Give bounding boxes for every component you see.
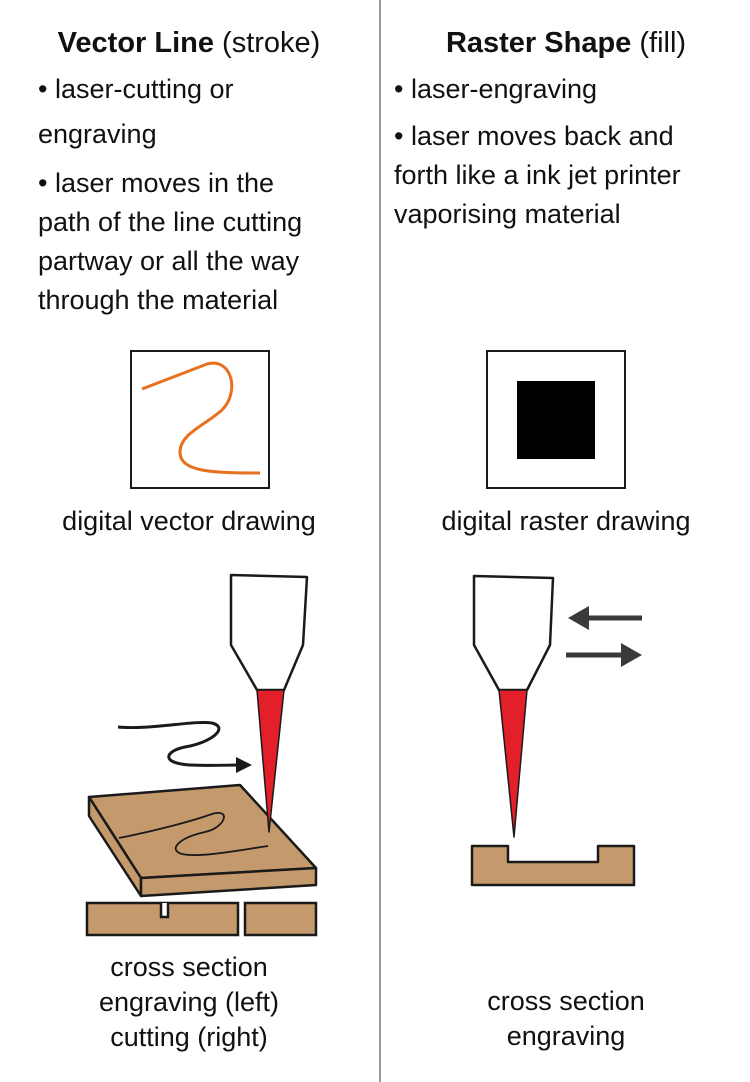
raster-cross-section-caption-line-2: engraving <box>506 1021 626 1051</box>
vector-cross-section-caption-line-3: cutting (right) <box>110 1022 268 1052</box>
raster-drawing-caption: digital raster drawing <box>441 506 691 536</box>
vector-bullet-1-line-1: • laser-cutting or <box>38 74 234 104</box>
raster-fill-drawing <box>517 381 595 459</box>
raster-bullet-1: • laser-engraving <box>394 70 746 109</box>
wood-board-side-front <box>139 866 318 898</box>
raster-bullet-2-line-1: • laser moves back and <box>394 121 674 151</box>
vector-stroke-path <box>141 361 261 475</box>
raster-laser-illustration <box>470 574 642 887</box>
travel-path-arrowhead <box>236 757 252 773</box>
vector-drawing-frame <box>130 350 270 489</box>
vector-bullet-2-line-2: path of the line cutting <box>38 207 303 237</box>
raster-bullet-2-line-2: forth like a ink jet printer <box>394 160 681 190</box>
raster-bullet-1-line-1: • laser-engraving <box>394 74 598 104</box>
vector-heading: Vector Line (stroke) <box>0 26 378 60</box>
travel-path-arrow <box>117 720 241 767</box>
raster-cross-section-caption: cross section engraving <box>382 984 750 1054</box>
raster-cross-section-caption-line-1: cross section <box>487 986 645 1016</box>
vector-cross-section-caption: cross section engraving (left) cutting (… <box>0 950 378 1055</box>
vector-cross-section-caption-line-2: engraving (left) <box>98 987 280 1017</box>
arrow-left-icon <box>568 606 589 630</box>
vector-stroke-drawing <box>141 361 261 475</box>
laser-nozzle <box>472 574 555 692</box>
raster-drawing-frame <box>486 350 626 489</box>
laser-beam <box>498 689 528 838</box>
cross-section-groove <box>159 903 170 919</box>
raster-heading: Raster Shape (fill) <box>382 26 750 60</box>
vector-bullet-1: • laser-cutting or engraving <box>38 70 373 154</box>
cross-section-engraved <box>85 901 240 937</box>
raster-column: Raster Shape (fill) • laser-engraving • … <box>382 0 750 1082</box>
vector-bullet-2-line-1: • laser moves in the <box>38 168 275 198</box>
arrow-right-icon <box>621 643 642 667</box>
engraved-line <box>118 812 269 856</box>
vector-cross-section-caption-line-1: cross section <box>110 952 268 982</box>
raster-fill-square <box>517 381 595 459</box>
laser-nozzle <box>229 573 309 692</box>
cross-section-engraved <box>470 844 636 887</box>
vector-column: Vector Line (stroke) • laser-cutting or … <box>0 26 378 1055</box>
vector-title-qualifier: (stroke) <box>213 27 321 59</box>
cross-section-cut <box>243 901 318 937</box>
vector-bullet-2-line-3: partway or all the way <box>38 246 300 276</box>
raster-title-qualifier: (fill) <box>631 27 687 59</box>
laser-beam <box>256 689 285 833</box>
vector-title: Vector Line <box>57 27 214 59</box>
vector-laser-illustration <box>85 573 318 937</box>
column-divider <box>379 0 381 1082</box>
vector-bullet-1-line-2: engraving <box>38 119 157 149</box>
vector-drawing-caption: digital vector drawing <box>62 506 316 536</box>
vector-bullet-2: • laser moves in the path of the line cu… <box>38 164 373 320</box>
raster-bullet-2-line-3: vaporising material <box>394 199 621 229</box>
vector-bullet-2-line-4: through the material <box>38 285 279 315</box>
raster-bullet-2: • laser moves back and forth like a ink … <box>394 117 746 234</box>
raster-title: Raster Shape <box>445 27 632 59</box>
